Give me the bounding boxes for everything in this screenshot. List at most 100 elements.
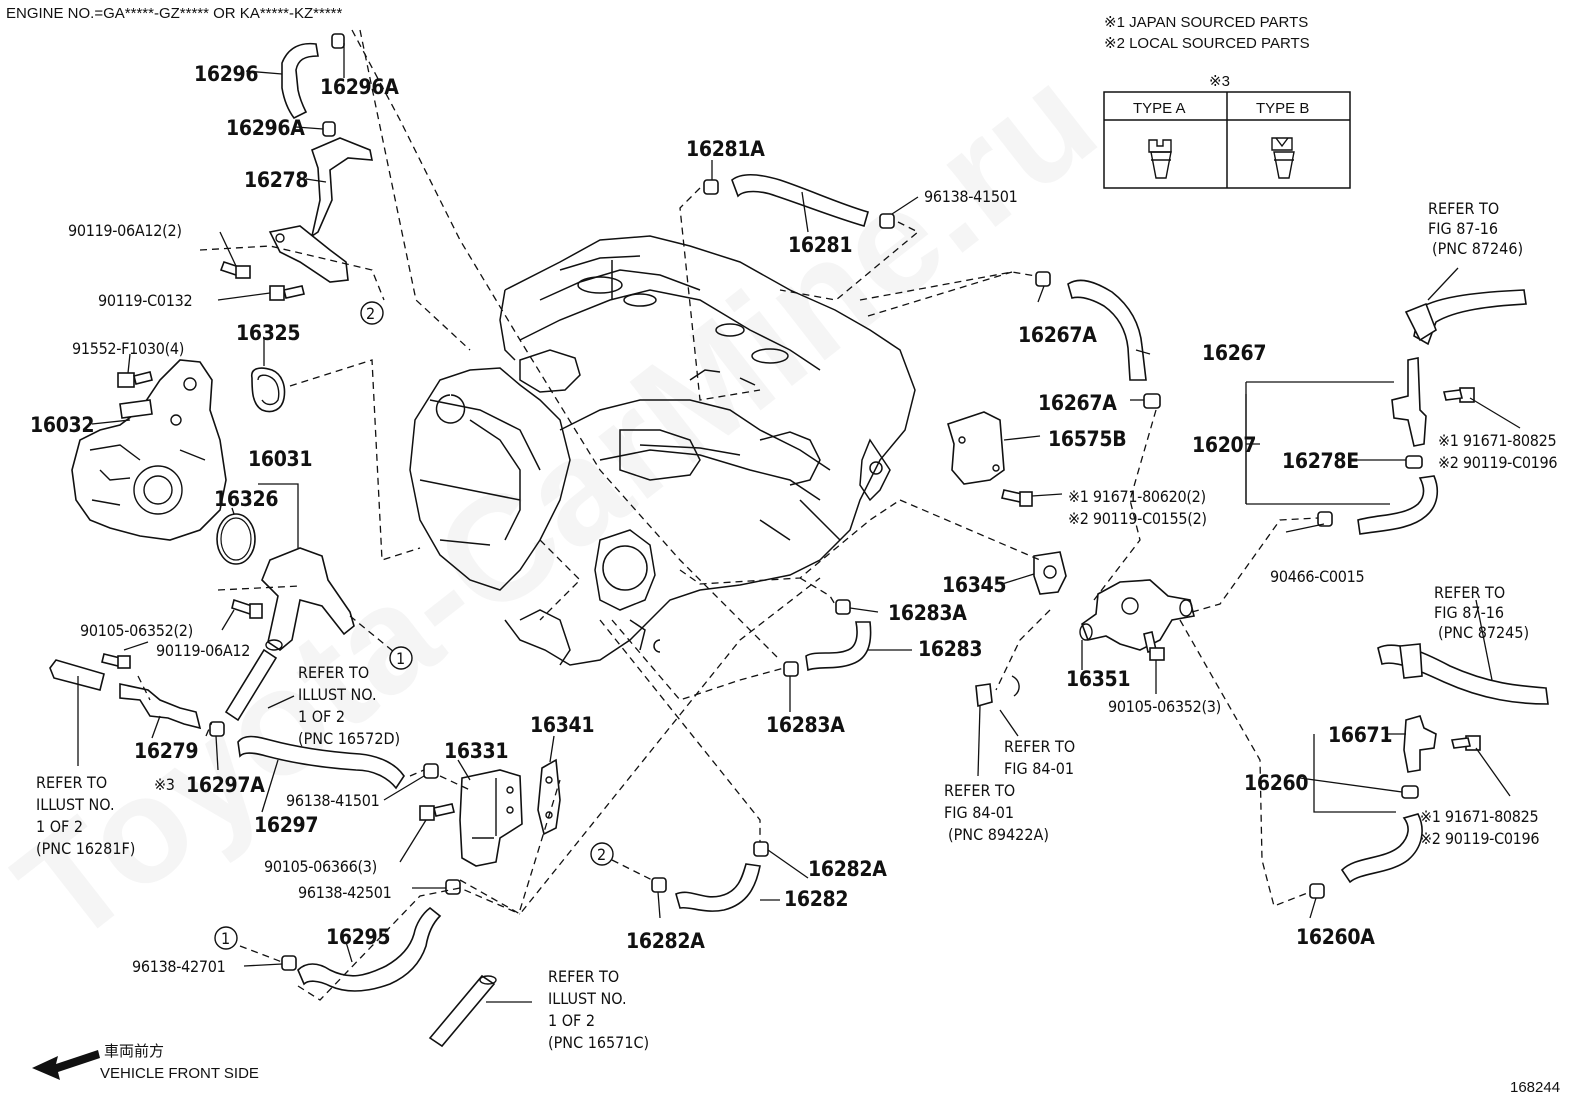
label-16278: 16278	[244, 168, 308, 192]
clamp-16297A	[209, 721, 225, 737]
type-b-clamp-icon	[1271, 137, 1295, 179]
label-16341: 16341	[530, 713, 594, 737]
label-16281: 16281	[788, 233, 852, 257]
ref-8401a-line1: REFER TO	[1004, 737, 1075, 756]
hose-16296	[281, 42, 319, 120]
leader-lines	[77, 43, 1521, 1003]
label-16267: 16267	[1202, 341, 1266, 365]
hose-16207-lower	[1357, 475, 1439, 535]
refer-notes: REFER TO FIG 87-16 (PNC 87246) REFER TO …	[36, 199, 1529, 1052]
ref-16281F-line1: REFER TO	[36, 773, 107, 792]
bracket-16575B	[947, 411, 1005, 485]
hose-16267	[1067, 279, 1147, 381]
ref-87246-line3: (PNC 87246)	[1432, 239, 1523, 258]
hose-16283	[805, 621, 872, 672]
clamp-16267A-top	[1035, 271, 1051, 287]
ref-16572D-line2: ILLUST NO.	[298, 685, 377, 704]
clamp-96138-41501-top	[879, 213, 895, 229]
ref-8401b-line2: FIG 84-01	[944, 803, 1014, 822]
clip-90119-C0196-upper	[1405, 455, 1423, 469]
label-90119-C0132: 90119-C0132	[98, 291, 192, 310]
label-96138-42501: 96138-42501	[298, 883, 391, 902]
label-90119-C0196-a: ※2 90119-C0196	[1438, 453, 1557, 472]
clamp-16283A-bottom	[783, 661, 799, 677]
label-16278E: 16278E	[1282, 449, 1359, 473]
label-16207: 16207	[1192, 433, 1256, 457]
label-16331: 16331	[444, 739, 508, 763]
dashed-guide-lines	[137, 29, 1319, 1001]
label-16031: 16031	[248, 447, 312, 471]
label-16283A-1: 16283A	[888, 601, 967, 625]
label-96138-41501-a: 96138-41501	[286, 791, 379, 810]
gasket-16325	[250, 367, 286, 413]
ref-87245-line1: REFER TO	[1434, 583, 1505, 602]
type-table: ※3 TYPE A TYPE B	[1103, 73, 1351, 189]
note-japan-sourced: ※1 JAPAN SOURCED PARTS	[1104, 14, 1308, 31]
label-16267A-1: 16267A	[1018, 323, 1097, 347]
ref-87245-line3: (PNC 87245)	[1438, 623, 1529, 642]
callout-2-left: 2	[360, 301, 384, 325]
callout-1-label: 1	[396, 649, 405, 668]
note-local-sourced: ※2 LOCAL SOURCED PARTS	[1104, 35, 1310, 52]
label-16279: 16279	[134, 739, 198, 763]
vehicle-front-en: VEHICLE FRONT SIDE	[100, 1065, 259, 1082]
ref-16571C-line2: ILLUST NO.	[548, 989, 627, 1008]
clamp-16267A-bottom	[1143, 393, 1161, 409]
clamp-96138-42701	[281, 955, 297, 971]
label-90466-C0015: 90466-C0015	[1270, 567, 1364, 586]
label-91671-80825-a: ※1 91671-80825	[1438, 431, 1556, 450]
label-16351: 16351	[1066, 667, 1130, 691]
part-labels: 16296 16296A 16296A 16278 90119-06A12(2)…	[30, 62, 1558, 976]
clip-16296A-top	[331, 33, 345, 49]
label-16295: 16295	[326, 925, 390, 949]
clamp-16260A	[1309, 883, 1325, 899]
hose-16282	[675, 863, 761, 912]
clamp-16282A-right	[753, 841, 769, 857]
label-90105-06366: 90105-06366(3)	[264, 857, 377, 876]
bolt-90119-C0132	[269, 285, 305, 301]
ref-87246-line2: FIG 87-16	[1428, 219, 1498, 238]
pipe-ref-16571C	[428, 974, 497, 1048]
label-16282: 16282	[784, 887, 848, 911]
clip-90119-C0196-lower	[1401, 785, 1419, 799]
label-16345: 16345	[942, 573, 1006, 597]
label-16671: 16671	[1328, 723, 1392, 747]
label-16575B: 16575B	[1048, 427, 1126, 451]
hose-16281	[731, 173, 869, 227]
ref-87246-line1: REFER TO	[1428, 199, 1499, 218]
label-91552: 91552-F1030(4)	[72, 339, 184, 358]
ref-16281F-line4: (PNC 16281F)	[36, 839, 135, 858]
label-16282A-2: 16282A	[626, 929, 705, 953]
hose-16260	[1340, 813, 1423, 884]
ref-16572D-line4: (PNC 16572D)	[298, 729, 400, 748]
ref-8401a-line2: FIG 84-01	[1004, 759, 1074, 778]
clip-16296A-mid	[322, 121, 336, 137]
ref-16281F-line3: 1 OF 2	[36, 817, 83, 836]
clamp-16283A-top	[835, 599, 851, 615]
bolt-90105-06352-left	[231, 598, 263, 619]
sensor-ref-89422A	[975, 675, 1020, 708]
label-16283A-2: 16283A	[766, 713, 845, 737]
label-90105-06352-3: 90105-06352(3)	[1108, 697, 1221, 716]
bolt-91671-80620	[1001, 489, 1033, 507]
clamp-90466-C0015	[1317, 511, 1333, 527]
ref-16571C-line3: 1 OF 2	[548, 1011, 595, 1030]
bolt-90105-06366	[419, 803, 455, 821]
label-16296: 16296	[194, 62, 258, 86]
label-96138-41501-b: 96138-41501	[924, 187, 1017, 206]
callout-2-label: 2	[366, 304, 375, 323]
inlet-16031	[261, 547, 355, 651]
clamp-16281A	[703, 179, 719, 195]
vehicle-front-jp: 車両前方	[104, 1043, 164, 1060]
label-91671-80825-b: ※1 91671-80825	[1420, 807, 1538, 826]
bolt-91552	[117, 371, 153, 388]
ref-16572D-line1: REFER TO	[298, 663, 369, 682]
type-a-header: TYPE A	[1133, 100, 1186, 117]
clamp-16282A-left	[651, 877, 667, 893]
callout-2-center-label: 2	[597, 845, 606, 864]
callout-1-lower-label: 1	[221, 929, 230, 948]
clamp-96138-42501	[445, 879, 461, 895]
bolt-90119-06A12-lower	[101, 653, 131, 669]
callout-2-center: 2	[590, 842, 614, 866]
